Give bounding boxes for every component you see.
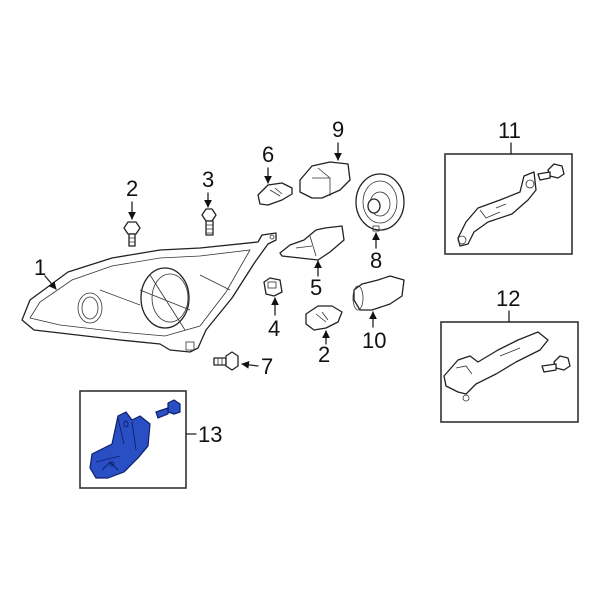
callout-11: 11	[498, 118, 521, 143]
headlamp-bulb-5[interactable]	[279, 225, 345, 261]
bolt-3[interactable]	[201, 208, 217, 236]
kit-box-12[interactable]	[440, 321, 579, 423]
callout-12: 12	[496, 286, 520, 311]
callout-9: 9	[332, 117, 344, 142]
highlighted-bolt-13[interactable]	[155, 399, 181, 419]
bolt-2-top[interactable]	[123, 221, 141, 247]
callout-2b: 7	[261, 354, 273, 379]
callout-8: 8	[370, 248, 382, 273]
callout-6: 6	[262, 142, 274, 167]
kit-box-11[interactable]	[444, 153, 573, 255]
callout-4: 4	[268, 316, 280, 341]
clip-nut-4[interactable]	[263, 277, 283, 297]
callout-5: 5	[310, 275, 322, 300]
callout-10: 10	[362, 328, 386, 353]
callout-7: 2	[318, 342, 330, 367]
kit-box-13[interactable]	[79, 390, 187, 489]
wedge-bulb-6[interactable]	[257, 182, 293, 206]
headlamp-assembly[interactable]	[21, 232, 277, 353]
socket-10[interactable]	[352, 275, 405, 311]
callout-3: 3	[202, 167, 214, 192]
bolt-2-bottom[interactable]	[213, 351, 239, 371]
bolt-11	[537, 163, 565, 181]
highlighted-bracket-13[interactable]	[89, 411, 151, 479]
callout-13: 13	[198, 422, 222, 447]
hid-bulb-8[interactable]	[355, 173, 405, 232]
bolt-12	[541, 355, 571, 373]
callout-2a: 2	[126, 176, 138, 201]
wedge-bulb-7[interactable]	[305, 305, 343, 331]
bulb-socket-9[interactable]	[299, 161, 351, 199]
callout-1: 1	[34, 255, 46, 280]
